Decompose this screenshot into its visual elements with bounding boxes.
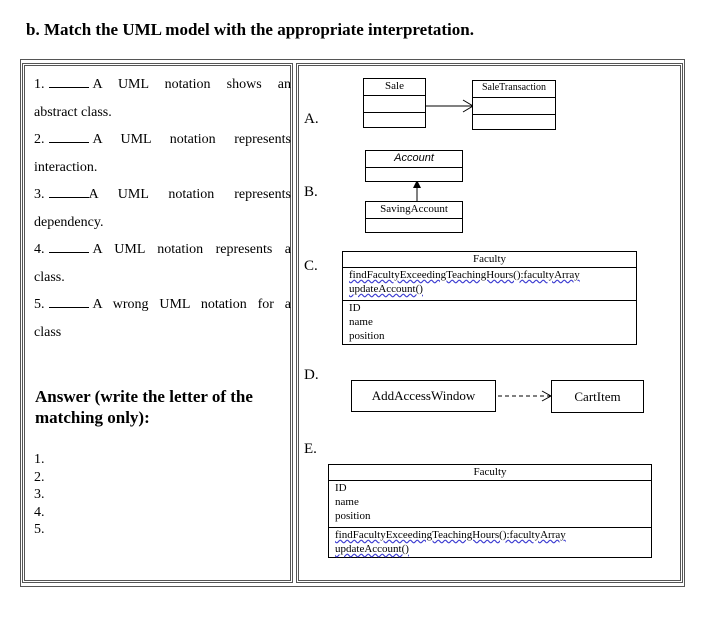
question-4: 4. A UML notation represents a	[34, 236, 291, 264]
class-name: Faculty	[473, 253, 506, 265]
options-cell: A. Sale SaleTransaction B. Account Savin…	[296, 63, 683, 583]
attribute: position	[349, 330, 385, 342]
class-box-addaccesswindow: AddAccessWindow	[351, 380, 496, 412]
question-2-continuation: interaction.	[34, 160, 98, 175]
attribute: name	[335, 496, 359, 508]
answer-heading: Answer (write the letter of the matching…	[35, 387, 253, 427]
operation-section	[473, 114, 555, 131]
question-3: 3. A UML notation represents	[34, 181, 291, 209]
question-5: 5. A wrong UML notation for a	[34, 291, 291, 319]
attribute-section	[366, 218, 462, 233]
question-4-continuation: class.	[34, 270, 65, 285]
class-box-faculty: Faculty ID name position findFacultyExce…	[328, 464, 652, 558]
page-heading: b. Match the UML model with the appropri…	[26, 20, 474, 39]
class-box-cartitem: CartItem	[551, 380, 644, 413]
class-name: Faculty	[473, 466, 507, 478]
option-letter-e: E.	[304, 441, 317, 457]
attribute-section	[473, 97, 555, 114]
question-1: 1. A UML notation shows an	[34, 71, 291, 99]
class-name: SaleTransaction	[481, 82, 547, 93]
attribute: ID	[335, 482, 347, 494]
answer-number: 4.	[34, 504, 45, 520]
question-number: 2.	[34, 132, 45, 147]
attribute: name	[349, 316, 373, 328]
question-text: A wrong UML notation for a	[92, 297, 292, 312]
question-text: A UML notation represents a	[92, 242, 292, 257]
class-box-savingaccount: SavingAccount	[365, 201, 463, 233]
answer-number: 1.	[34, 452, 45, 467]
question-2: 2. A UML notation represents	[34, 126, 291, 154]
attribute: ID	[349, 302, 361, 314]
question-text: A UML notation shows an	[92, 77, 292, 92]
class-box-saletransaction: SaleTransaction	[472, 80, 556, 130]
attribute: position	[335, 510, 371, 522]
answer-list: 1. 2. 3. 4. 5.	[34, 451, 45, 539]
answer-number: 5.	[34, 522, 45, 537]
question-number: 5.	[34, 297, 45, 312]
operation: findFacultyExceedingTeachingHours():facu…	[349, 269, 580, 281]
option-letter-a: A.	[304, 111, 319, 127]
attribute-section: ID name position	[329, 480, 651, 527]
question-number: 1.	[34, 77, 45, 92]
operation: updateAccount()	[335, 543, 409, 555]
questions-cell: 1. A UML notation shows an abstract class…	[22, 63, 293, 583]
table-outer-border	[20, 59, 685, 587]
class-box-account: Account	[365, 150, 463, 182]
operation: updateAccount()	[349, 283, 423, 295]
answer-blank[interactable]	[48, 240, 89, 253]
class-name: Sale	[385, 80, 404, 92]
answer-number: 2.	[34, 469, 45, 485]
answer-blank[interactable]	[48, 295, 89, 308]
option-letter-d: D.	[304, 367, 319, 383]
question-1-continuation: abstract class.	[34, 105, 112, 120]
attribute-section: ID name position	[343, 300, 636, 346]
answer-blank[interactable]	[48, 185, 89, 198]
operation-section	[364, 112, 425, 129]
answer-blank[interactable]	[48, 130, 89, 143]
class-box-faculty-wrong: Faculty findFacultyExceedingTeachingHour…	[342, 251, 637, 345]
question-text: A UML notation represents	[88, 187, 292, 202]
class-name: SavingAccount	[380, 203, 448, 215]
connector-lines	[413, 99, 553, 402]
question-number: 3.	[34, 187, 45, 202]
attribute-section	[366, 167, 462, 182]
operation-section: findFacultyExceedingTeachingHours():facu…	[329, 527, 651, 559]
option-letter-c: C.	[304, 258, 318, 274]
question-number: 4.	[34, 242, 45, 257]
class-box-sale: Sale	[363, 78, 426, 128]
answer-number: 3.	[34, 487, 45, 502]
abstract-class-name: Account	[394, 152, 434, 164]
question-text: A UML notation represents	[92, 132, 292, 147]
attribute-section	[364, 95, 425, 112]
question-3-continuation: dependency.	[34, 215, 104, 230]
inheritance-arrow-head	[413, 180, 421, 188]
operation-section: findFacultyExceedingTeachingHours():facu…	[343, 267, 636, 300]
question-5-continuation: class	[34, 325, 62, 340]
answer-blank[interactable]	[48, 75, 89, 88]
option-letter-b: B.	[304, 184, 318, 200]
operation: findFacultyExceedingTeachingHours():facu…	[335, 529, 566, 541]
